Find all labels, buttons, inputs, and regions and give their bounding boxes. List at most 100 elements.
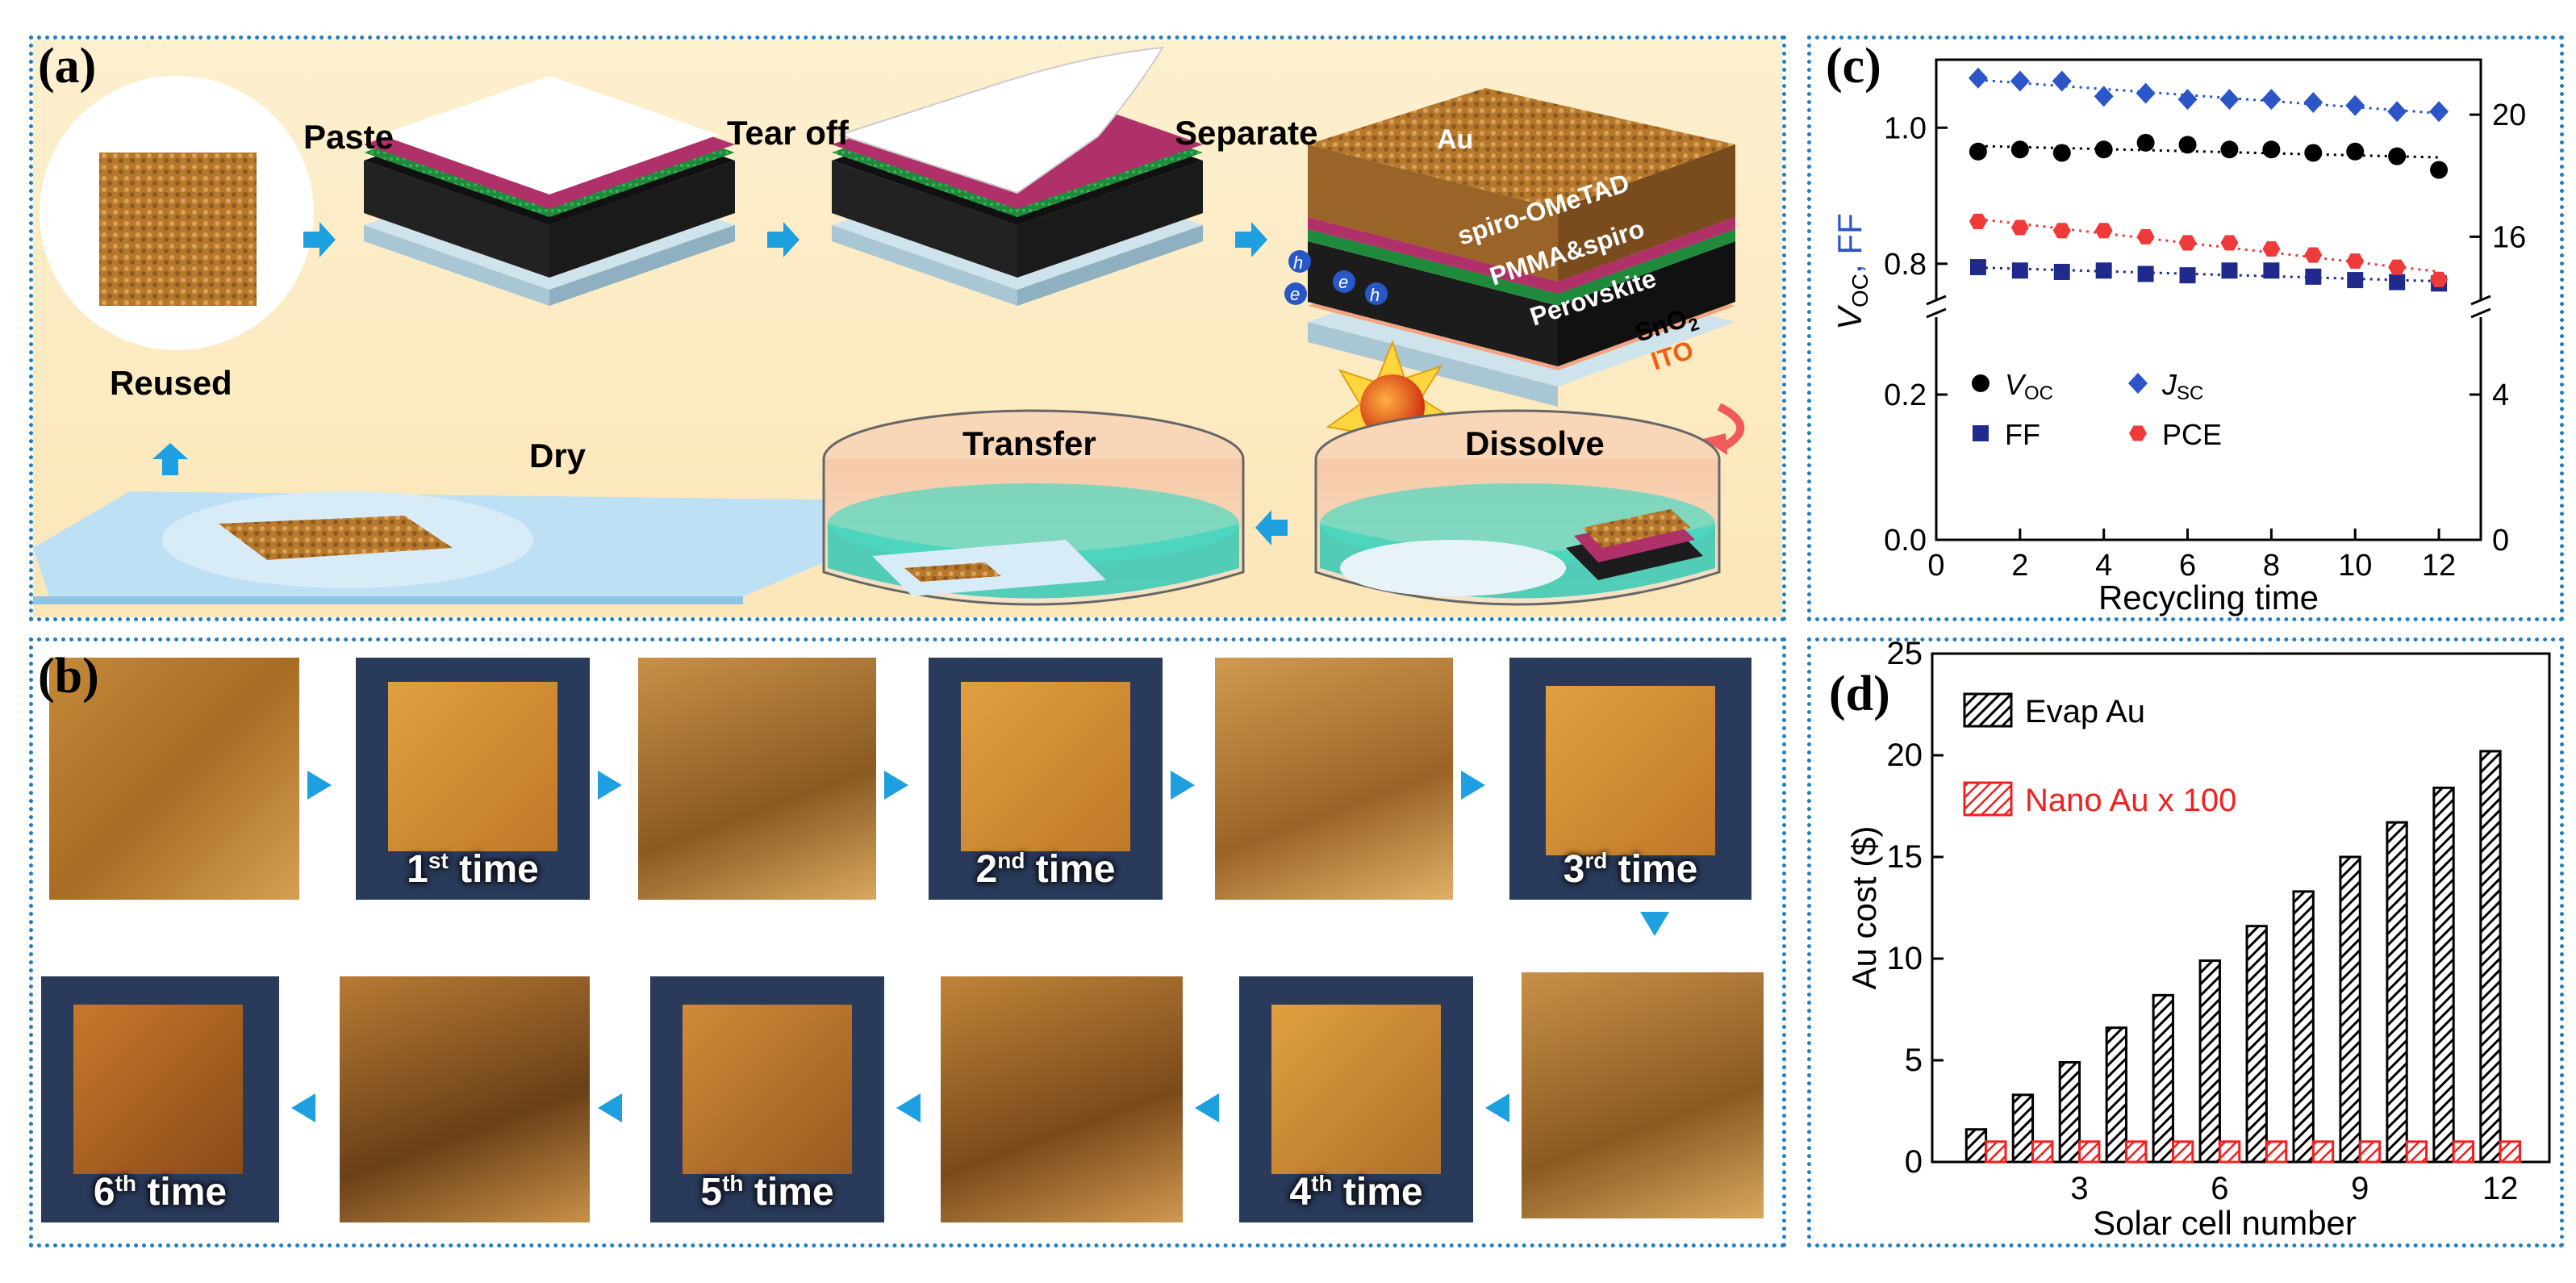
- legend-nano-swatch: [1963, 781, 2013, 817]
- point-voc: [2220, 140, 2239, 159]
- y-tick-label: 10: [1887, 941, 1923, 976]
- y-left-axis-label: VOC, FF: [1831, 213, 1873, 330]
- y-tick-label: 0: [1905, 1144, 1923, 1180]
- point-voc: [2094, 140, 2113, 159]
- x-tick-label: 6: [2211, 1171, 2228, 1206]
- bar-nano-au: [2078, 1140, 2101, 1164]
- legend-voc-marker: [1972, 374, 1989, 392]
- photo-foil-4: [941, 976, 1183, 1222]
- arrow-left-icon: [1195, 1093, 1219, 1122]
- layer-au-label: Au: [1437, 124, 1473, 155]
- arrow-right-icon: [1235, 222, 1267, 257]
- point-voc: [2178, 136, 2197, 154]
- x-tick-label: 10: [2338, 549, 2372, 583]
- legend-ff-marker: [1973, 425, 1989, 441]
- bar-evap-au: [2479, 750, 2502, 1164]
- legend-evap-label: Evap Au: [2025, 694, 2145, 729]
- bar-evap-au: [2011, 1093, 2035, 1164]
- axis-break-mark: [1926, 295, 1947, 306]
- point-jsc: [2136, 82, 2156, 104]
- point-pce: [2178, 235, 2197, 251]
- arrow-left-icon: [1255, 510, 1288, 545]
- photo-foil-2: [1215, 658, 1453, 900]
- arrow-right-icon: [767, 222, 800, 257]
- photo-device-1: 1st time: [356, 658, 590, 900]
- axis-break-gap: [1927, 299, 1946, 317]
- panel-b: 1st time 2nd time 3rd time 6th time 5th …: [29, 637, 1786, 1247]
- point-ff: [2347, 272, 2364, 289]
- bar-evap-au: [2105, 1026, 2128, 1164]
- panel-b-label: (b): [38, 649, 99, 704]
- photo-device-5: 5th time: [650, 976, 884, 1222]
- point-jsc: [2303, 91, 2323, 113]
- y-left-tick-label: 0.2: [1884, 378, 1927, 412]
- bar-nano-au: [2218, 1140, 2241, 1164]
- point-jsc: [1968, 67, 1988, 89]
- photo-device-3: 3rd time: [1509, 658, 1751, 900]
- bar-evap-au: [2339, 855, 2361, 1164]
- point-ff: [2305, 268, 2322, 285]
- bar-evap-au: [2152, 993, 2174, 1164]
- step-dissolve-label: Dissolve: [1465, 424, 1605, 462]
- arrow-down-icon: [1640, 912, 1669, 936]
- legend-evap-swatch: [1963, 692, 2013, 728]
- arrow-left-icon: [896, 1093, 921, 1122]
- device-stack-separate: [1308, 88, 1735, 407]
- step-dry-label: Dry: [529, 437, 587, 474]
- axis-break-mark: [1926, 307, 1947, 319]
- step-paste-label: Paste: [303, 118, 394, 156]
- point-pce: [2388, 259, 2407, 275]
- x-axis-label: Solar cell number: [2093, 1204, 2357, 1242]
- arrow-right-icon: [884, 771, 908, 800]
- svg-text:e: e: [1290, 284, 1300, 304]
- y-left-tick-label: 0.0: [1884, 524, 1927, 558]
- x-tick-label: 6: [2179, 549, 2196, 583]
- x-tick-label: 3: [2070, 1171, 2088, 1206]
- point-pce: [2136, 228, 2155, 244]
- bar-nano-au: [2125, 1140, 2148, 1164]
- point-jsc: [2387, 101, 2407, 123]
- point-ff: [2221, 262, 2238, 279]
- gold-foil-sample: [99, 153, 257, 306]
- recycling-schematic: Au spiro-OMeTAD PMMA&spiro Perovskite Sn…: [33, 40, 1782, 617]
- bar-evap-au: [2292, 890, 2315, 1164]
- photo-foil-5: [340, 976, 590, 1222]
- point-voc: [2136, 133, 2155, 152]
- hole-carrier: [1288, 250, 1311, 273]
- arrow-right-icon: [598, 771, 622, 800]
- y-axis-label: Au cost ($): [1845, 825, 1883, 989]
- arrow-up-icon: [152, 443, 188, 475]
- point-pce: [2304, 247, 2323, 263]
- point-voc: [2346, 142, 2365, 161]
- point-ff: [2137, 265, 2154, 282]
- photo-foil-1: [638, 658, 876, 900]
- arrow-left-icon: [1485, 1093, 1509, 1122]
- bar-evap-au: [2198, 959, 2221, 1164]
- bar-nano-au: [1985, 1140, 2007, 1164]
- step-reused-label: Reused: [110, 364, 232, 402]
- point-ff: [2263, 262, 2280, 279]
- y-right-tick-label: 0: [2492, 524, 2509, 558]
- point-voc: [2052, 144, 2071, 162]
- axis-break-mark: [2470, 307, 2491, 319]
- point-jsc: [2261, 89, 2282, 111]
- legend-nano-label: Nano Au x 100: [2025, 783, 2236, 818]
- bar-evap-au: [2386, 821, 2408, 1164]
- electron-carrier-2: [1333, 270, 1355, 293]
- point-ff: [2011, 262, 2028, 279]
- x-tick-label: 8: [2263, 549, 2280, 583]
- point-jsc: [2052, 70, 2072, 92]
- bar-nano-au: [2358, 1140, 2382, 1164]
- dissolve-dish: [1314, 409, 1721, 606]
- trend-line: [1977, 266, 2440, 283]
- arrow-right-icon: [307, 771, 332, 800]
- axis-break-mark: [2470, 295, 2491, 306]
- arrow-right-icon: [1461, 771, 1485, 800]
- panel-d-label: (d): [1829, 667, 1890, 721]
- plot-frame: [1935, 58, 2482, 541]
- y-right-tick-label: 20: [2492, 98, 2526, 132]
- point-jsc: [2219, 89, 2240, 111]
- photo-device-4: 4th time: [1239, 976, 1473, 1222]
